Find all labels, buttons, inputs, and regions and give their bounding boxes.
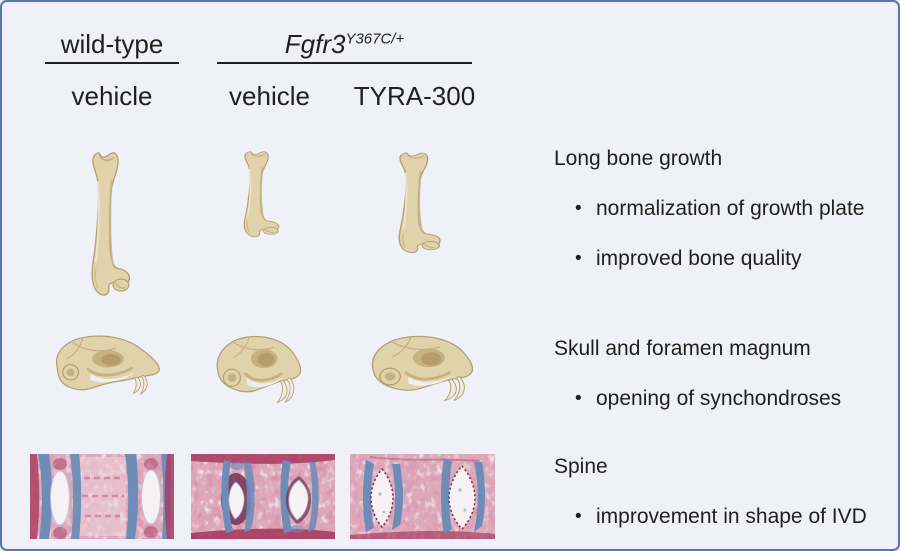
treatment-label-wildtype-vehicle: vehicle [71, 81, 153, 111]
spine-histology-fgfr3-tyra300-illustration [350, 454, 495, 539]
bullet-text: improvement in shape of IVD [596, 505, 867, 528]
long-bone-fgfr3-vehicle-illustration [234, 150, 282, 238]
skull-icon [215, 335, 302, 404]
bullet-text: improved bone quality [596, 247, 802, 270]
bone-icon [398, 151, 442, 254]
section-title: Skull and foramen magnum [554, 337, 811, 360]
skull-wildtype-illustration [47, 330, 165, 403]
bullet-text: opening of synchondroses [596, 387, 842, 410]
bullet-item: • opening of synchondroses [554, 387, 889, 411]
treatment-label-fgfr3-tyra300: TYRA-300 [353, 81, 476, 111]
bullet-dot: • [575, 248, 582, 269]
bullet-item: • improved bone quality [554, 247, 889, 271]
gene-superscript: Y367C/+ [345, 30, 405, 48]
section-title: Spine [554, 455, 608, 478]
bullet-text: normalization of growth plate [596, 197, 865, 220]
annotation-spine: Spine • improvement in shape of IVD [554, 455, 889, 529]
histology-image [350, 454, 495, 539]
bullet-item: • normalization of growth plate [554, 197, 889, 221]
wildtype-label: wild-type [60, 29, 164, 59]
bullet-dot: • [575, 506, 582, 527]
genotype-header-fgfr3: Fgfr3Y367C/+ [217, 29, 472, 64]
section-title: Long bone growth [554, 147, 723, 170]
bone-icon [91, 151, 131, 297]
histology-image [191, 454, 335, 539]
long-bone-wildtype-illustration [81, 150, 133, 297]
treatment-label-fgfr3-vehicle: vehicle [229, 81, 310, 111]
skull-icon [370, 334, 475, 403]
annotation-long-bone: Long bone growth • normalization of grow… [554, 147, 889, 271]
bone-icon [243, 150, 280, 238]
bullet-item: • improvement in shape of IVD [554, 505, 889, 529]
annotation-skull: Skull and foramen magnum • opening of sy… [554, 337, 889, 411]
spine-histology-wildtype-illustration [30, 454, 174, 539]
bullet-dot: • [575, 198, 582, 219]
bullet-dot: • [575, 388, 582, 409]
gene-label: Fgfr3 [284, 29, 346, 59]
skull-fgfr3-vehicle-illustration [211, 332, 306, 410]
skull-icon [55, 334, 161, 396]
skull-fgfr3-tyra300-illustration [365, 332, 479, 408]
long-bone-fgfr3-tyra300-illustration [387, 151, 444, 254]
genotype-header-wildtype: wild-type [45, 29, 179, 64]
spine-histology-fgfr3-vehicle-illustration [191, 454, 335, 539]
histology-image [30, 454, 174, 539]
